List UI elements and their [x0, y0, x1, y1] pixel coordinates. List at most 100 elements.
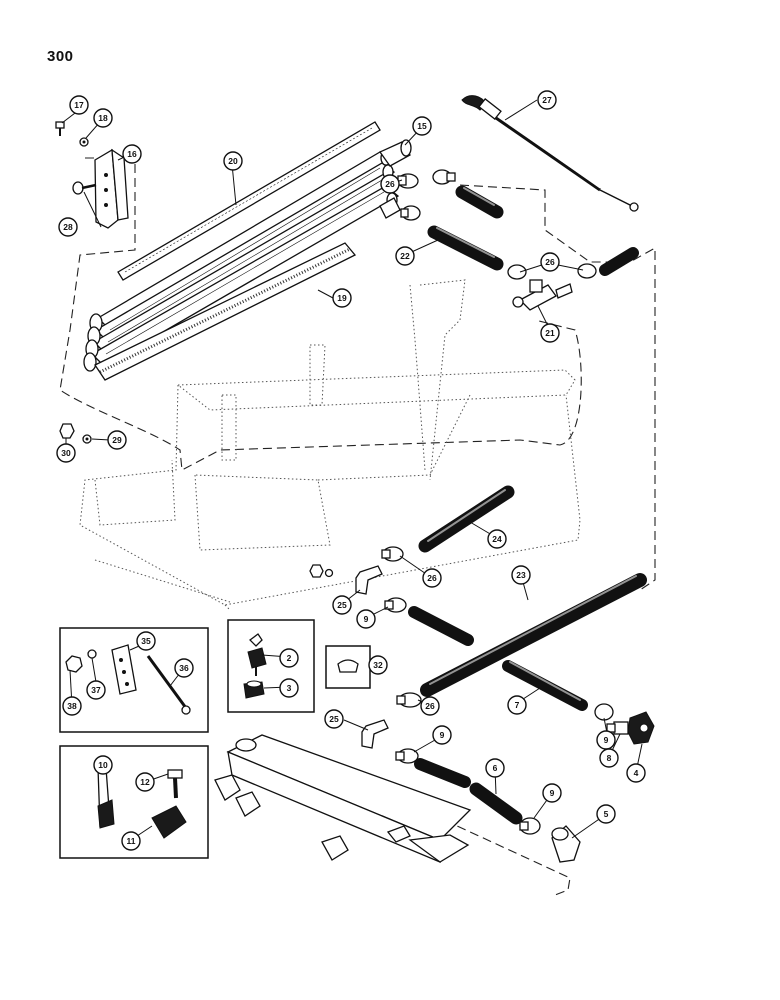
- bolt-12: [167, 769, 183, 779]
- hose-route-upper: [459, 184, 656, 591]
- heater-housing-tank: [79, 279, 581, 611]
- callout-26-mid: 26: [422, 568, 442, 588]
- callout-18: 18: [93, 108, 113, 128]
- svg-text:11: 11: [127, 836, 136, 846]
- svg-text:16: 16: [127, 149, 137, 159]
- svg-text:20: 20: [228, 156, 238, 166]
- svg-text:30: 30: [61, 448, 71, 458]
- callout-25-lower: 25: [324, 709, 344, 729]
- hose-clamp-9-upper: [384, 597, 407, 613]
- elbow-25-upper: [355, 565, 383, 595]
- svg-text:19: 19: [337, 293, 347, 303]
- callout-7: 7: [507, 695, 527, 715]
- screw-17: [55, 121, 65, 136]
- callout-23: 23: [511, 565, 531, 585]
- hose-clamp-26-mid-a: [507, 264, 527, 280]
- svg-text:36: 36: [179, 663, 189, 673]
- callout-30: 30: [56, 443, 76, 463]
- callout-10: 10: [93, 755, 113, 775]
- svg-text:12: 12: [140, 777, 150, 787]
- svg-text:26: 26: [427, 573, 437, 583]
- svg-text:4: 4: [634, 768, 639, 778]
- svg-text:21: 21: [545, 328, 555, 338]
- svg-text:38: 38: [67, 701, 77, 711]
- svg-text:9: 9: [440, 730, 445, 740]
- callout-9-upper: 9: [356, 609, 376, 629]
- callout-4: 4: [626, 763, 646, 783]
- hose-clamp-26-left: [381, 546, 404, 562]
- hose-clamp-26-upper: [397, 173, 419, 189]
- svg-text:27: 27: [542, 95, 552, 105]
- callout-26-top: 26: [380, 174, 400, 194]
- svg-text:24: 24: [492, 534, 502, 544]
- callout-26-right: 26: [540, 252, 560, 272]
- svg-text:25: 25: [329, 714, 339, 724]
- svg-text:25: 25: [337, 600, 347, 610]
- callout-8: 8: [599, 748, 619, 768]
- callout-15: 15: [412, 116, 432, 136]
- callout-17: 17: [69, 95, 89, 115]
- inset-box-plug: [325, 645, 371, 689]
- callout-3: 3: [279, 678, 299, 698]
- svg-text:17: 17: [74, 100, 84, 110]
- callout-20: 20: [223, 151, 243, 171]
- callout-9-right: 9: [596, 730, 616, 750]
- hose-short-upper: [455, 185, 504, 219]
- heater-hose-23: [420, 573, 647, 697]
- heater-hose-7: [502, 660, 588, 711]
- svg-text:26: 26: [385, 179, 395, 189]
- callout-27: 27: [537, 90, 557, 110]
- elbow-25-lower: [361, 719, 389, 749]
- svg-text:29: 29: [112, 435, 122, 445]
- seal-strip-foam: [94, 242, 357, 381]
- callout-2: 2: [279, 648, 299, 668]
- callout-29: 29: [107, 430, 127, 450]
- control-cable: [461, 95, 639, 212]
- callout-24: 24: [487, 529, 507, 549]
- svg-text:2: 2: [287, 653, 292, 663]
- callout-36: 36: [174, 658, 194, 678]
- svg-text:18: 18: [98, 113, 108, 123]
- hose-clamp-9-lower: [395, 748, 419, 764]
- callout-25-upper: 25: [332, 595, 352, 615]
- svg-text:9: 9: [364, 614, 369, 624]
- plug-32: [337, 659, 359, 673]
- page-number: 300: [47, 48, 74, 65]
- callout-21: 21: [540, 323, 560, 343]
- callout-19: 19: [332, 288, 352, 308]
- svg-text:6: 6: [493, 763, 498, 773]
- svg-text:22: 22: [400, 251, 410, 261]
- heater-hose-6: [469, 782, 523, 825]
- svg-text:26: 26: [425, 701, 435, 711]
- water-manifold: [214, 734, 472, 863]
- callout-11: 11: [121, 831, 141, 851]
- hose-clamp-upper-right: [432, 169, 456, 185]
- washer-small: [324, 568, 334, 578]
- svg-text:26: 26: [545, 257, 555, 267]
- callout-32: 32: [368, 655, 388, 675]
- clamp-11: [151, 805, 187, 839]
- heater-core-group-outline: [59, 157, 582, 471]
- bolt-36: [146, 655, 188, 709]
- heater-hose-22: [427, 225, 504, 271]
- hose-clamp-26-lower: [396, 692, 422, 708]
- svg-text:8: 8: [607, 753, 612, 763]
- svg-text:35: 35: [141, 636, 151, 646]
- callout-16: 16: [122, 144, 142, 164]
- seal-strip-upper: [117, 121, 381, 281]
- hose-clamp-9-right: [594, 703, 614, 721]
- inset-box-fasteners: [59, 627, 209, 733]
- svg-text:9: 9: [604, 735, 609, 745]
- svg-text:28: 28: [63, 222, 73, 232]
- nut-small: [309, 564, 324, 578]
- nut-30: [59, 423, 75, 439]
- washer-29: [82, 434, 92, 444]
- callout-26-lower: 26: [420, 696, 440, 716]
- svg-text:10: 10: [98, 760, 108, 770]
- heater-hose-24: [418, 485, 515, 553]
- callout-9-bottom: 9: [542, 783, 562, 803]
- svg-text:15: 15: [417, 121, 427, 131]
- svg-text:5: 5: [604, 809, 609, 819]
